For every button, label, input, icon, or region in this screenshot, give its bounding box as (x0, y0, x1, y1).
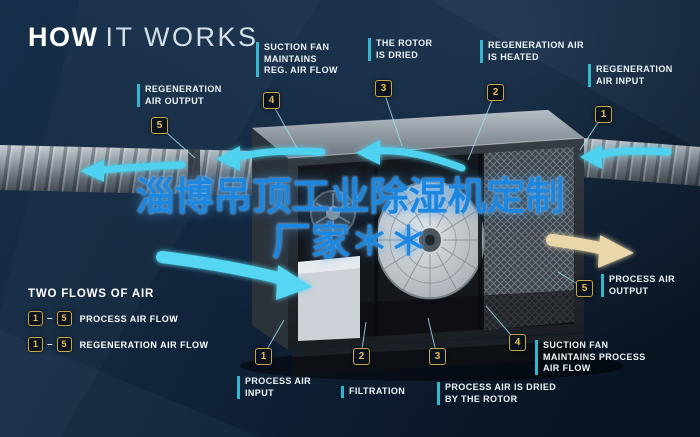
regeneration-flow-arrows (98, 147, 672, 174)
badge-suction-fan-process: 4 (509, 334, 526, 351)
badge-regeneration-air-input: 1 (595, 106, 612, 123)
badge-suction-fan-reg: 4 (263, 92, 280, 109)
callout-process-air-dried: PROCESS AIR IS DRIED BY THE ROTOR (437, 382, 557, 406)
callout-label: SUCTION FAN MAINTAINS PROCESS AIR FLOW (543, 340, 646, 374)
callout-label: SUCTION FAN MAINTAINS REG. AIR FLOW (264, 42, 338, 76)
callout-label: THE ROTOR IS DRIED (376, 38, 433, 60)
accent-bar (256, 42, 259, 78)
callout-label: PROCESS AIR OUTPUT (609, 274, 676, 296)
legend-badge-to: 5 (56, 337, 72, 352)
accent-bar (588, 64, 591, 88)
callout-label: PROCESS AIR INPUT (245, 376, 312, 398)
legend-label-process: PROCESS AIR FLOW (79, 313, 179, 324)
callout-suction-fan-process: SUCTION FAN MAINTAINS PROCESS AIR FLOW (535, 340, 646, 376)
legend: TWO FLOWS OF AIR 1 – 5 PROCESS AIR FLOW … (28, 288, 209, 352)
legend-row-regeneration: 1 – 5 REGENERATION AIR FLOW (28, 337, 209, 352)
accent-bar (237, 376, 240, 400)
accent-bar (535, 340, 538, 376)
badge-process-air-output: 5 (576, 280, 593, 297)
badge-rotor-dried: 3 (375, 80, 392, 97)
legend-range-dash: – (47, 339, 53, 350)
legend-badge-from: 1 (28, 311, 43, 326)
accent-bar (601, 274, 604, 298)
accent-bar (137, 84, 140, 108)
badge-regeneration-air-heated: 2 (487, 84, 504, 101)
accent-bar (437, 382, 440, 406)
legend-label-regeneration: REGENERATION AIR FLOW (79, 339, 209, 350)
badge-process-air-input: 1 (255, 348, 272, 365)
callout-regeneration-air-heated: REGENERATION AIR IS HEATED (480, 40, 584, 64)
title-it-works: IT WORKS (105, 22, 259, 52)
callout-label: REGENERATION AIR IS HEATED (488, 40, 584, 62)
accent-bar (341, 386, 344, 398)
badge-process-air-dried: 3 (429, 348, 446, 365)
callout-filtration: FILTRATION (341, 386, 405, 398)
callout-label: REGENERATION AIR INPUT (596, 64, 673, 86)
dehumidifier-unit (240, 109, 624, 381)
legend-range-dash: – (47, 313, 53, 324)
callout-regeneration-air-input: REGENERATION AIR INPUT (588, 64, 673, 88)
legend-title: TWO FLOWS OF AIR (28, 288, 155, 300)
title-how: HOW (28, 22, 99, 52)
callout-process-air-output: PROCESS AIR OUTPUT (601, 274, 676, 298)
legend-badge-from: 1 (28, 337, 43, 352)
callout-label: PROCESS AIR IS DRIED BY THE ROTOR (445, 382, 557, 404)
callout-rotor-dried: THE ROTOR IS DRIED (368, 38, 433, 62)
desiccant-rotor (375, 180, 485, 300)
legend-row-process: 1 – 5 PROCESS AIR FLOW (28, 311, 209, 326)
callout-label: FILTRATION (349, 386, 406, 396)
badge-regeneration-air-output: 5 (151, 117, 168, 134)
accent-bar (480, 40, 483, 64)
callout-process-air-input: PROCESS AIR INPUT (237, 376, 312, 400)
accent-bar (368, 38, 371, 62)
process-air-input-arrow (156, 251, 288, 285)
callout-label: REGENERATION AIR OUTPUT (145, 84, 222, 106)
callout-regeneration-air-output: REGENERATION AIR OUTPUT (137, 84, 222, 108)
callout-suction-fan-reg: SUCTION FAN MAINTAINS REG. AIR FLOW (256, 42, 338, 78)
legend-badge-to: 5 (56, 311, 72, 326)
airflow-arrows (80, 140, 672, 300)
badge-filtration: 2 (353, 348, 370, 365)
